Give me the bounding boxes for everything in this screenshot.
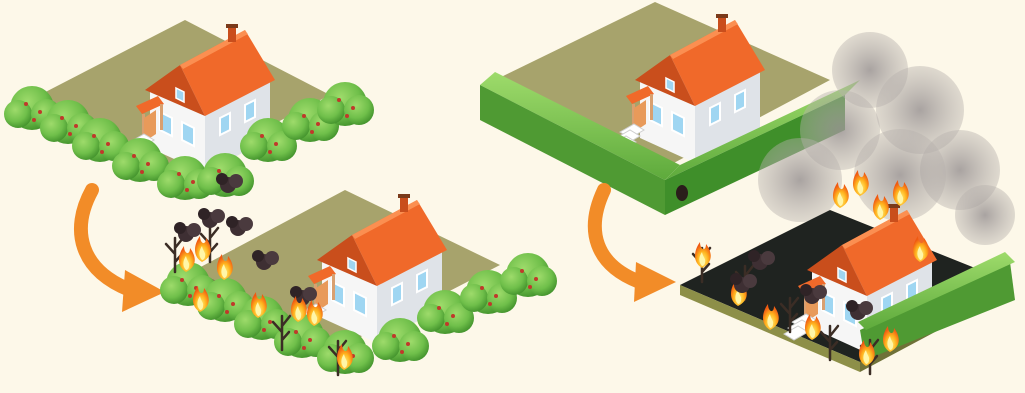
- arrow-icon: [81, 190, 165, 312]
- left-top-property: [4, 20, 374, 200]
- left-bottom-property: [160, 190, 557, 375]
